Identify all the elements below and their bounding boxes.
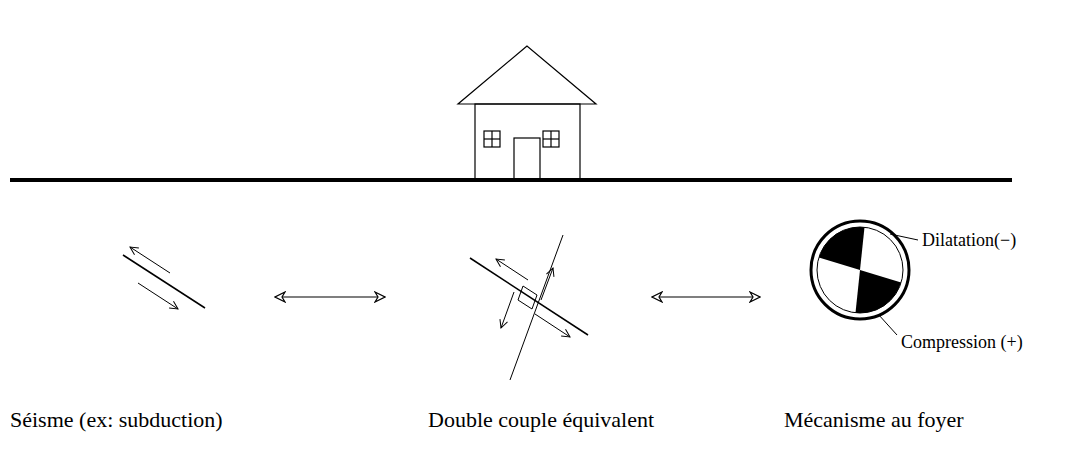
focal-mechanism-caption: Mécanisme au foyer	[784, 408, 964, 432]
dilatation-label: Dilatation(−)	[922, 231, 1016, 251]
window	[484, 131, 500, 147]
leader-line	[878, 314, 897, 335]
house	[458, 46, 596, 180]
compression-label: Compression (+)	[901, 333, 1023, 353]
fault-line	[123, 255, 205, 308]
roof	[458, 46, 596, 104]
equivalence-arrow	[652, 296, 760, 297]
fault	[123, 247, 205, 309]
equivalence-arrow	[275, 296, 385, 297]
square-marker	[518, 286, 537, 309]
couple-arrow	[501, 292, 514, 328]
couple-arrow	[541, 268, 553, 300]
double-couple	[470, 235, 588, 380]
window	[543, 131, 559, 147]
door	[514, 138, 540, 180]
house-wall	[475, 104, 580, 180]
couple-arrow	[496, 259, 528, 280]
slip-arrow	[138, 283, 178, 309]
auxiliary-plane	[510, 235, 563, 380]
fault-plane	[470, 258, 588, 335]
beachball	[811, 221, 918, 335]
leader-line	[890, 234, 918, 240]
couple-arrow	[535, 314, 570, 337]
double-couple-caption: Double couple équivalent	[428, 408, 654, 432]
compression-quadrant	[819, 227, 865, 270]
compression-quadrant	[856, 270, 902, 313]
slip-arrow	[130, 247, 170, 273]
ground-line	[10, 178, 1012, 182]
earthquake-caption: Séisme (ex: subduction)	[10, 408, 223, 432]
